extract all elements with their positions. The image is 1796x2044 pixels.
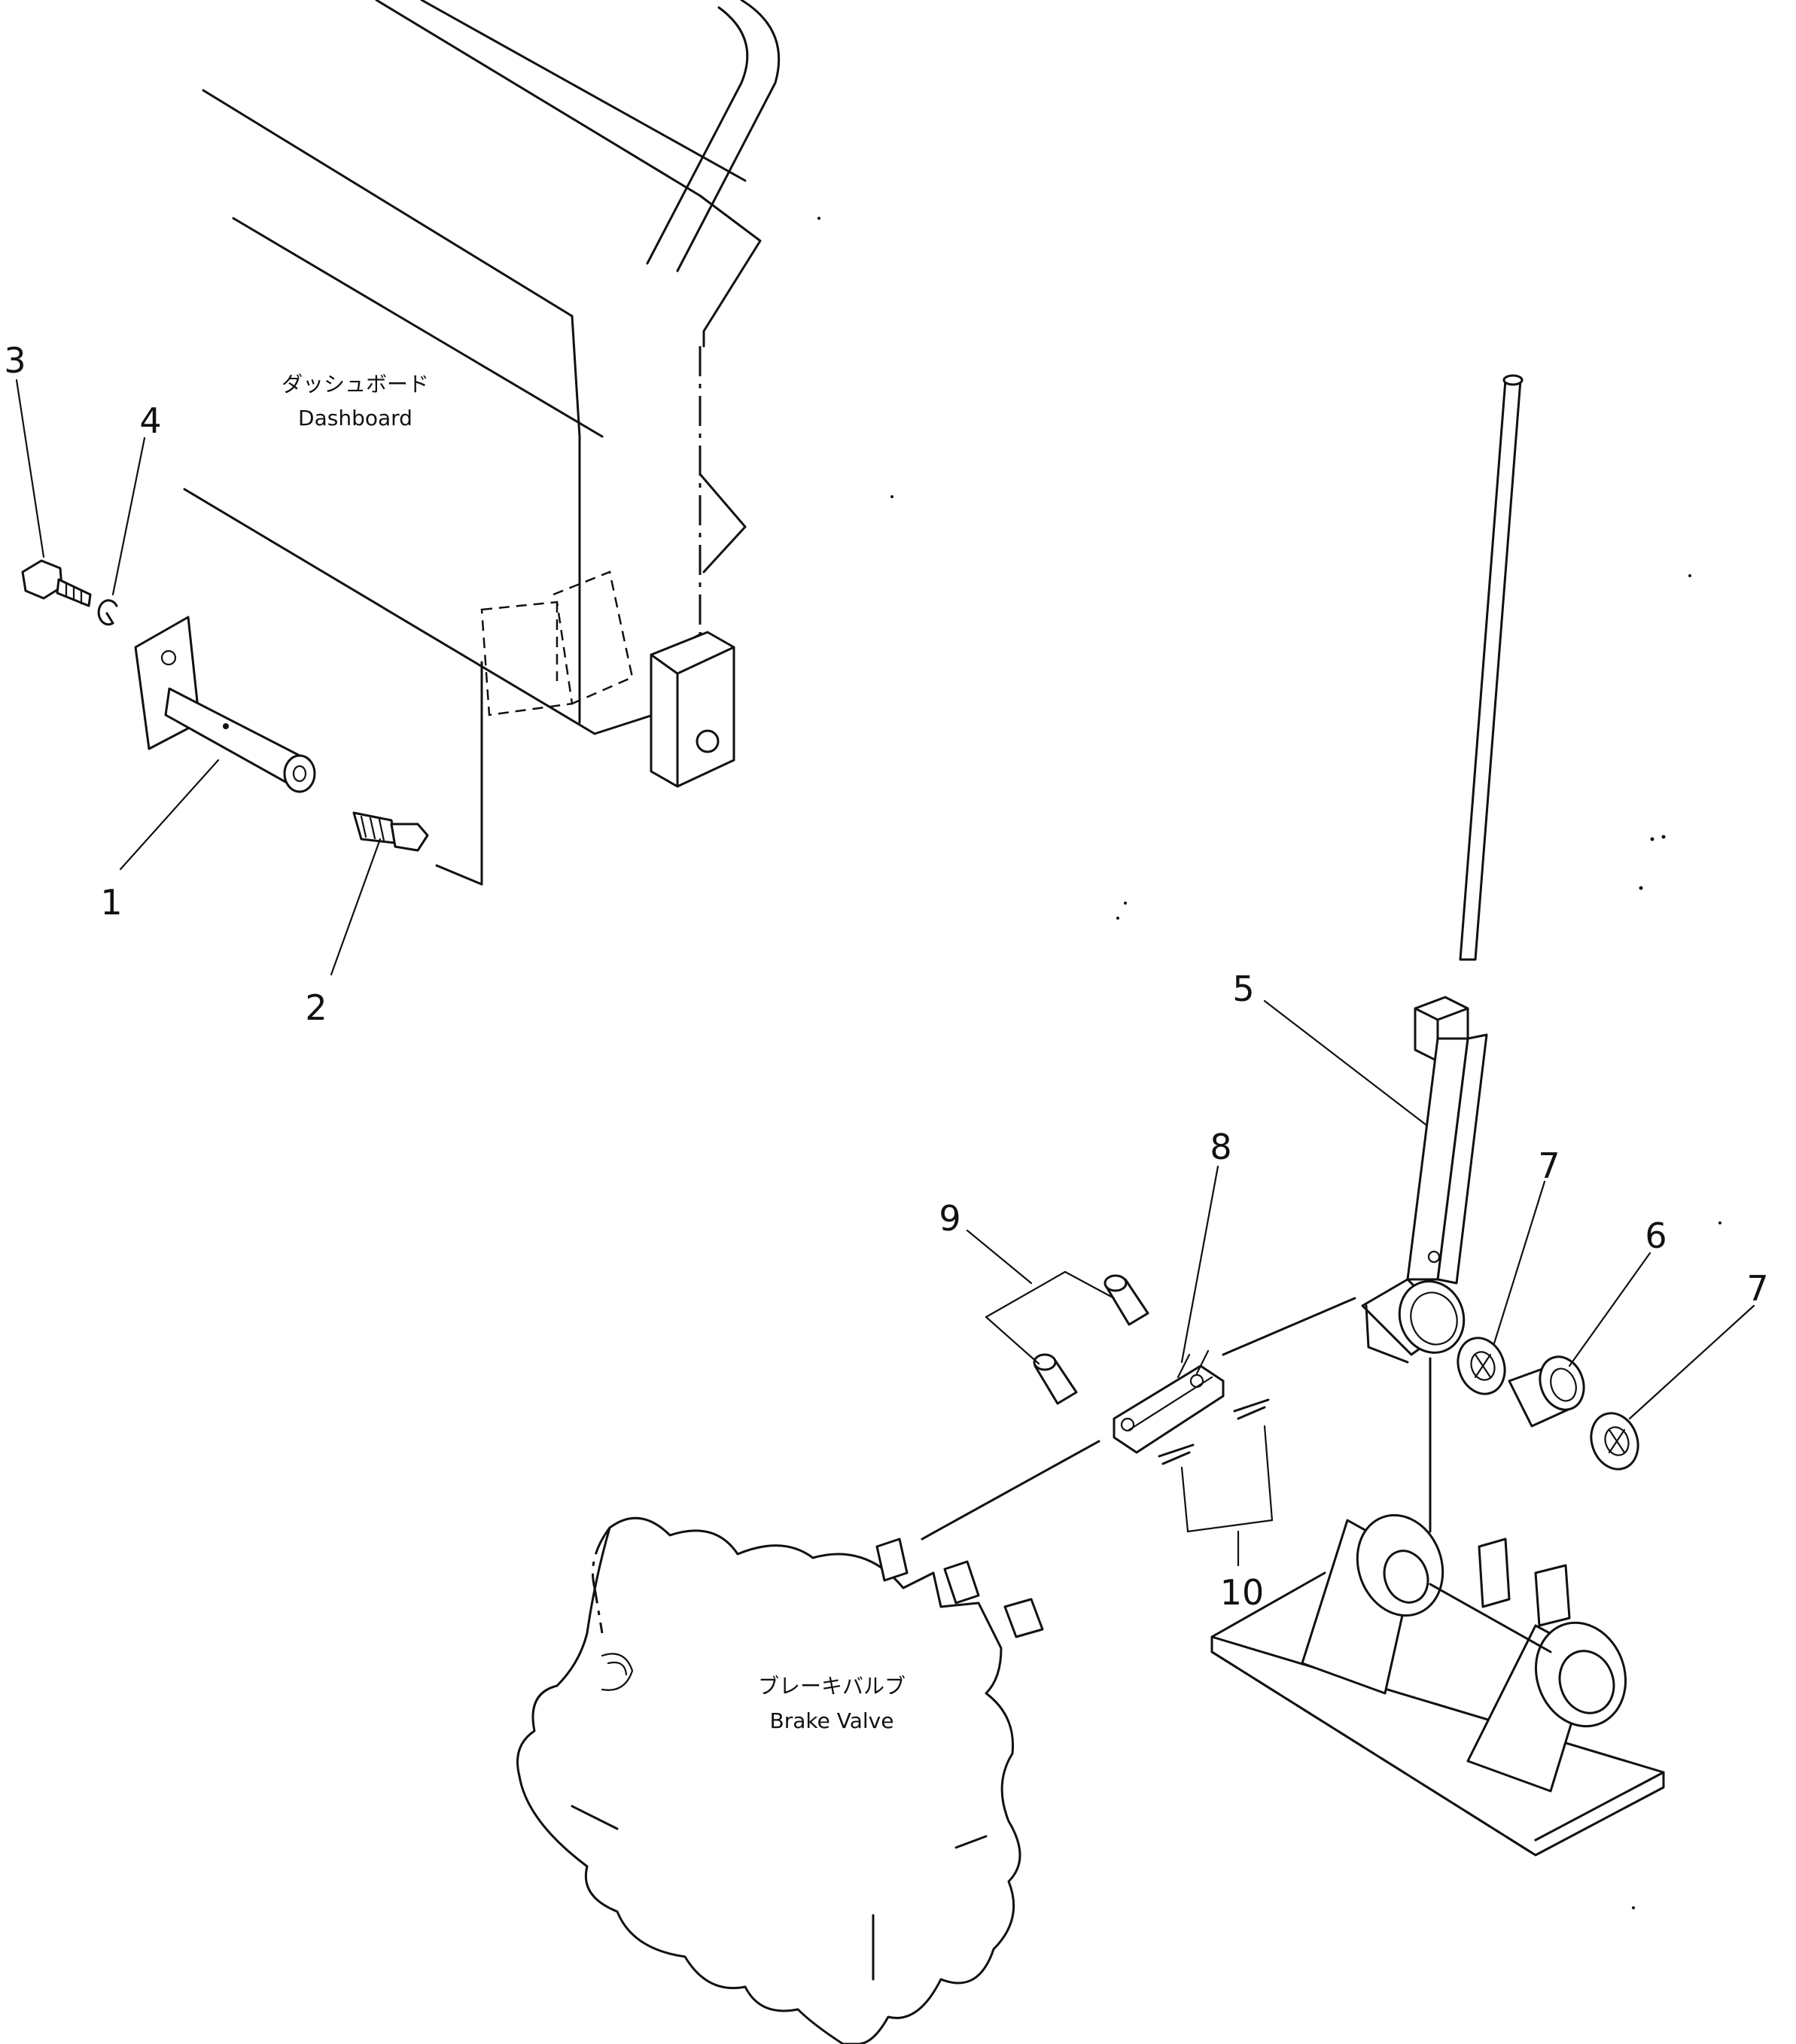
callout-5: 5 bbox=[1232, 969, 1254, 1009]
part-7-bushing-inner bbox=[1457, 1337, 1506, 1395]
callout-9: 9 bbox=[939, 1198, 960, 1239]
scan-specks bbox=[817, 217, 1721, 1909]
part-8-clevis bbox=[1113, 1349, 1225, 1454]
dashboard-label-jp: ダッシュボード bbox=[282, 372, 429, 397]
part-2-fitting bbox=[352, 811, 429, 852]
callout-1: 1 bbox=[100, 882, 122, 923]
base-bracket bbox=[1210, 1513, 1665, 1857]
part-6-sleeve bbox=[1508, 1355, 1585, 1428]
brake-valve: ブレーキバルブ Brake Valve bbox=[516, 1516, 1044, 2044]
callout-2: 2 bbox=[305, 987, 327, 1028]
brake-valve-label-en: Brake Valve bbox=[770, 1708, 894, 1733]
part-7-bushing-outer bbox=[1590, 1412, 1639, 1471]
callout-8: 8 bbox=[1210, 1127, 1231, 1167]
callouts: 1 2 3 4 5 6 7 7 8 9 10 bbox=[4, 340, 1768, 1613]
callout-7-inner: 7 bbox=[1538, 1145, 1560, 1186]
callout-3: 3 bbox=[4, 340, 26, 381]
assembly-centerlines bbox=[921, 1297, 1432, 1541]
part-3-bolt bbox=[21, 559, 92, 607]
lever-assembly bbox=[1361, 374, 1524, 1364]
part-9-pins bbox=[1033, 1274, 1149, 1405]
callout-6: 6 bbox=[1645, 1215, 1667, 1256]
callout-10: 10 bbox=[1220, 1572, 1265, 1613]
dashboard-label-en: Dashboard bbox=[298, 406, 412, 430]
brake-valve-label-jp: ブレーキバルブ bbox=[758, 1674, 906, 1699]
part-10-cotter-pins bbox=[1158, 1398, 1270, 1465]
callout-4: 4 bbox=[139, 400, 161, 441]
part-1-pin bbox=[134, 616, 316, 793]
part-4-washer bbox=[97, 599, 118, 626]
dashboard-assembly: ダッシュボード Dashboard bbox=[183, 0, 781, 886]
callout-7-outer: 7 bbox=[1746, 1268, 1768, 1309]
